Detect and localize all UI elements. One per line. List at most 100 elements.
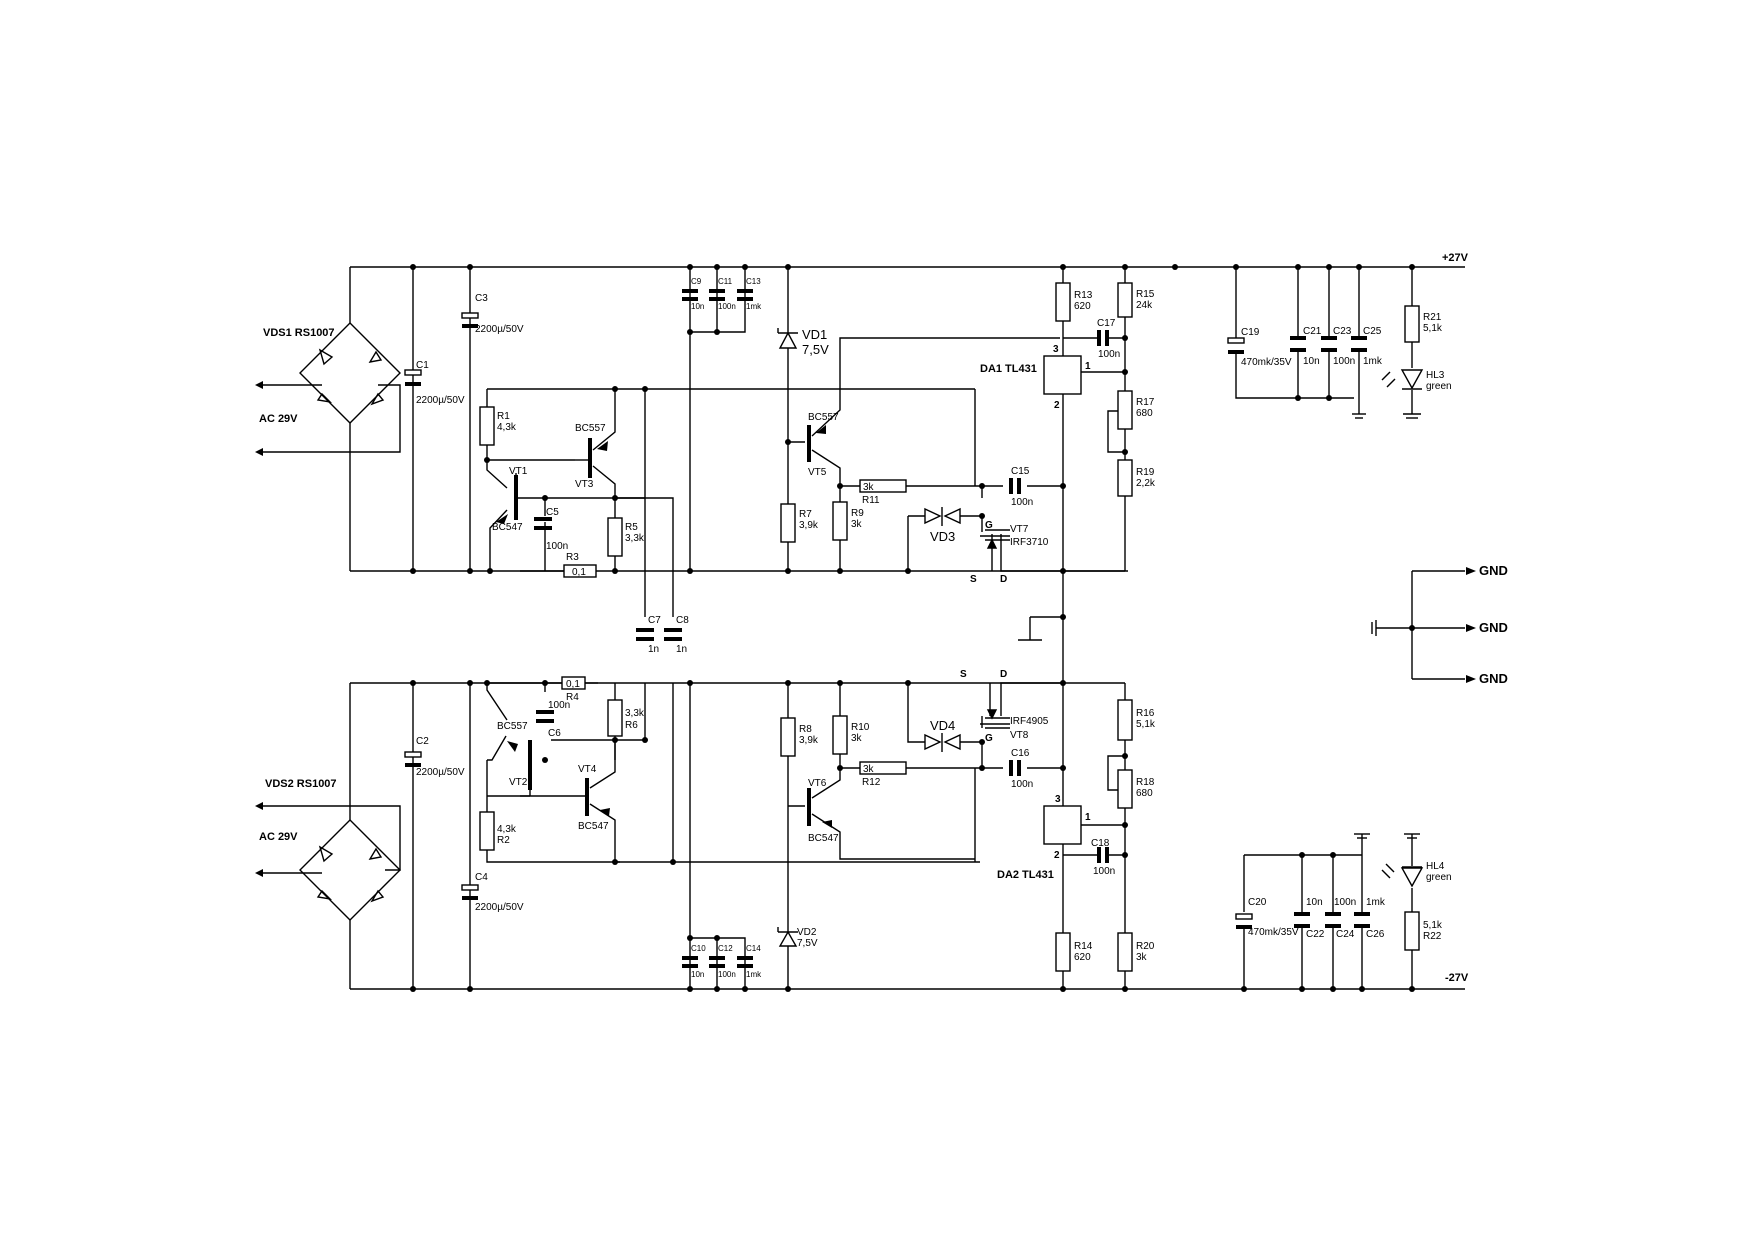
- zener-vd2: [777, 927, 798, 947]
- vd2-label: VD2: [797, 927, 817, 938]
- vt7-pin-d: D: [1000, 574, 1007, 585]
- r14-label: R14: [1074, 941, 1093, 952]
- r14-value: 620: [1074, 952, 1091, 963]
- c10-value: 10n: [691, 970, 704, 979]
- r17-value: 680: [1136, 408, 1153, 419]
- bridge-vds2-label: VDS2 RS1007: [265, 778, 337, 790]
- junction-dots: [410, 264, 1415, 992]
- c26-value: 1mk: [1366, 897, 1386, 908]
- c2-value: 2200µ/50V: [416, 767, 465, 778]
- rail-neg-label: -27V: [1445, 972, 1469, 984]
- tl431-bodies: [1043, 355, 1082, 845]
- c1-value: 2200µ/50V: [416, 395, 465, 406]
- gnd-label-3: GND: [1479, 671, 1508, 686]
- r16-label: R16: [1136, 708, 1155, 719]
- r11-value: 3k: [863, 482, 875, 493]
- hl3-label: HL3: [1426, 370, 1445, 381]
- r20-value: 3k: [1136, 952, 1148, 963]
- vt8-label: VT8: [1010, 730, 1029, 741]
- ac-input-1-label: AC 29V: [259, 413, 298, 425]
- r7-label: R7: [799, 509, 812, 520]
- c4-value: 2200µ/50V: [475, 902, 524, 913]
- da1-label: DA1 TL431: [980, 363, 1037, 375]
- c18-label: C18: [1091, 838, 1110, 849]
- r12-label: R12: [862, 777, 881, 788]
- ac-arrows: [255, 381, 263, 877]
- zener-vd3: [924, 507, 961, 526]
- c16-value: 100n: [1011, 779, 1033, 790]
- r15-value: 24k: [1136, 300, 1153, 311]
- rail-pos-label: +27V: [1442, 252, 1469, 264]
- transistor-vt4: [585, 778, 610, 816]
- c25-value: 1mk: [1363, 356, 1383, 367]
- vt3-label: VT3: [575, 479, 594, 490]
- ac-input-2-label: AC 29V: [259, 831, 298, 843]
- r5-label: R5: [625, 522, 638, 533]
- vt3-type: BC557: [575, 423, 606, 434]
- c4-label: C4: [475, 872, 488, 883]
- vt8-pin-g: G: [985, 733, 993, 744]
- bridge-vds2: [299, 819, 401, 921]
- c16-label: C16: [1011, 748, 1030, 759]
- vd2-value: 7,5V: [797, 938, 818, 949]
- r9-value: 3k: [851, 519, 863, 530]
- c8-value: 1n: [676, 644, 687, 655]
- c18-value: 100n: [1093, 866, 1115, 877]
- vt7-label: VT7: [1010, 524, 1029, 535]
- c13-value: 1mk: [746, 302, 762, 311]
- resistor-bodies: [479, 282, 1420, 972]
- c22-value: 10n: [1306, 897, 1323, 908]
- c26-label: C26: [1366, 929, 1385, 940]
- bridge-vds1: [299, 322, 401, 424]
- da1-pin-2: 2: [1054, 400, 1060, 411]
- vt6-type: BC547: [808, 833, 839, 844]
- c25-label: C25: [1363, 326, 1382, 337]
- r15-label: R15: [1136, 289, 1155, 300]
- vt7-pin-s: S: [970, 574, 977, 585]
- c8-label: C8: [676, 615, 689, 626]
- c21-value: 10n: [1303, 356, 1320, 367]
- r11-label: R11: [862, 495, 880, 506]
- c23-label: C23: [1333, 326, 1352, 337]
- bridge-vds1-label: VDS1 RS1007: [263, 327, 335, 339]
- vd3-label: VD3: [930, 529, 955, 544]
- transistor-vt5: [807, 425, 826, 462]
- c10-label: C10: [691, 944, 706, 953]
- zener-vd4: [924, 733, 961, 752]
- mosfet-vt7: [985, 529, 1010, 549]
- r10-label: R10: [851, 722, 870, 733]
- led-hl3: [1381, 369, 1424, 390]
- vt5-label: VT5: [808, 467, 827, 478]
- r17-label: R17: [1136, 397, 1155, 408]
- gnd-label-2: GND: [1479, 620, 1508, 635]
- labels: +27V -27V GND GND GND VDS1 RS1007 AC 29V…: [259, 252, 1508, 984]
- r3-label: R3: [566, 552, 579, 563]
- vt8-type: IRF4905: [1010, 716, 1049, 727]
- r13-label: R13: [1074, 290, 1093, 301]
- r4-label: R4: [566, 692, 579, 703]
- c23-value: 100n: [1333, 356, 1355, 367]
- c17-label: C17: [1097, 318, 1116, 329]
- c3-value: 2200µ/50V: [475, 324, 524, 335]
- r18-value: 680: [1136, 788, 1153, 799]
- c21-label: C21: [1303, 326, 1322, 337]
- vt1-type: BC547: [492, 522, 523, 533]
- c3-label: C3: [475, 293, 488, 304]
- c5-label: C5: [546, 507, 559, 518]
- vt2-label: VT2: [509, 777, 528, 788]
- r6-value: 3,3k: [625, 708, 645, 719]
- vt1-label: VT1: [509, 466, 528, 477]
- c24-value: 100n: [1334, 897, 1356, 908]
- c5-value: 100n: [546, 541, 568, 552]
- c12-label: C12: [718, 944, 733, 953]
- da2-pin-3: 3: [1055, 794, 1061, 805]
- c2-label: C2: [416, 736, 429, 747]
- zener-vd1: [777, 328, 798, 349]
- c6-value: 100n: [548, 700, 570, 711]
- r1-value: 4,3k: [497, 422, 517, 433]
- c13-label: C13: [746, 277, 761, 286]
- c1-label: C1: [416, 360, 429, 371]
- r2-value: 4,3k: [497, 824, 517, 835]
- hl3-color: green: [1426, 381, 1452, 392]
